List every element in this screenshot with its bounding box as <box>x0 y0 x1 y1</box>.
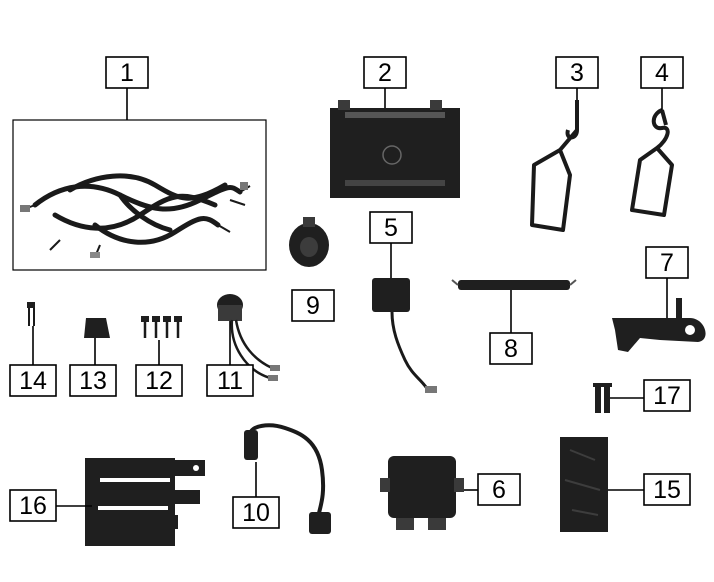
part-7-bracket <box>612 298 706 352</box>
part-12-fuses <box>141 316 182 338</box>
callout-4-label: 4 <box>655 59 669 87</box>
part-2-battery <box>330 100 460 198</box>
part-13-fuse <box>84 318 110 338</box>
callout-3-box <box>555 56 599 89</box>
callout-6-label: 6 <box>492 476 506 504</box>
callout-16-label: 16 <box>19 492 47 520</box>
callout-9-label: 9 <box>306 292 320 320</box>
callout-5-box <box>369 211 413 244</box>
callout-1-label: 1 <box>120 59 134 87</box>
callout-14-box <box>9 364 57 397</box>
part-11-bulb-socket <box>217 294 280 381</box>
callout-7-box <box>645 246 689 279</box>
callout-13-box <box>69 364 117 397</box>
callout-2-label: 2 <box>378 59 392 87</box>
callout-15-label: 15 <box>653 476 681 504</box>
callout-10-box <box>232 496 280 529</box>
callout-3-label: 3 <box>570 59 584 87</box>
callout-17-box <box>643 379 691 412</box>
part-5-relay <box>372 278 437 393</box>
callout-10-label: 10 <box>242 499 270 527</box>
part-8-battery-band <box>451 279 577 290</box>
part-14-screw <box>27 302 35 326</box>
part-10-ignition-coil <box>244 423 331 534</box>
part-17-bolts <box>593 383 612 413</box>
callout-8-label: 8 <box>504 335 518 363</box>
part-6-cdi-unit <box>380 456 464 530</box>
callout-11-box <box>206 364 254 397</box>
callout-9-box <box>291 289 335 322</box>
callout-17-label: 17 <box>653 382 681 410</box>
callout-15-box <box>643 473 691 506</box>
part-3-battery-hook <box>530 100 579 232</box>
callout-16-box <box>9 489 57 522</box>
part-1-wiring-harness <box>12 119 267 271</box>
callout-14-label: 14 <box>19 367 47 395</box>
callout-11-label: 11 <box>217 367 243 395</box>
callout-12-label: 12 <box>145 367 173 395</box>
callout-13-label: 13 <box>79 367 107 395</box>
part-4-battery-hook <box>630 108 674 217</box>
callout-7-label: 7 <box>660 249 674 277</box>
callout-5-label: 5 <box>384 214 398 242</box>
part-16-bracket <box>85 458 205 546</box>
part-9-horn <box>289 217 329 267</box>
part-15-battery-pad <box>560 437 608 532</box>
